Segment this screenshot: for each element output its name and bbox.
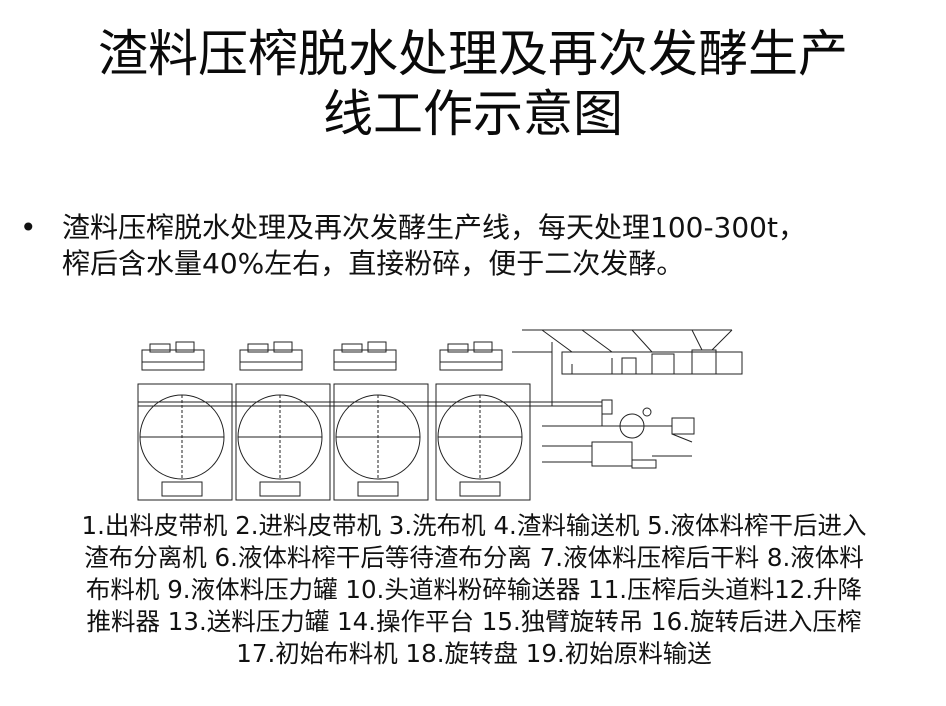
bullet-line-2: 榨后含水量40%左右，直接粉碎，便于二次发酵。 (62, 247, 685, 280)
press-unit-2 (235, 383, 331, 501)
caption-line-5: 17.初始布料机 18.旋转盘 19.初始原料输送 (236, 639, 712, 668)
press-unit-1 (137, 383, 233, 501)
top-machine-2 (239, 341, 303, 371)
top-machine-1 (141, 341, 205, 371)
press-unit-4 (435, 383, 531, 501)
top-machine-4 (439, 341, 503, 371)
top-machine-3 (333, 341, 397, 371)
legend-caption: 1.出料皮带机 2.进料皮带机 3.洗布机 4.渣料输送机 5.液体料榨干后进入… (14, 510, 934, 670)
title-line-2: 线工作示意图 (323, 85, 623, 143)
caption-line-3: 布料机 9.液体料压力罐 10.头道料粉碎输送器 11.压榨后头道料12.升降 (85, 575, 863, 604)
page-title: 渣料压榨脱水处理及再次发酵生产 线工作示意图 (0, 24, 946, 144)
caption-line-1: 1.出料皮带机 2.进料皮带机 3.洗布机 4.渣料输送机 5.液体料榨干后进入 (81, 511, 867, 540)
production-line-diagram (137, 329, 743, 501)
press-unit-3 (333, 383, 429, 501)
title-line-1: 渣料压榨脱水处理及再次发酵生产 (98, 25, 848, 83)
bullet-line-1: 渣料压榨脱水处理及再次发酵生产线，每天处理100-300t， (62, 211, 806, 244)
caption-line-4: 推料器 13.送料压力罐 14.操作平台 15.独臂旋转吊 16.旋转后进入压榨 (86, 607, 862, 636)
caption-line-2: 渣布分离机 6.液体料榨干后等待渣布分离 7.液体料压榨后干料 8.液体料 (84, 543, 864, 572)
bullet-text: 渣料压榨脱水处理及再次发酵生产线，每天处理100-300t， 榨后含水量40%左… (62, 210, 942, 282)
bullet-marker: • (20, 211, 37, 244)
